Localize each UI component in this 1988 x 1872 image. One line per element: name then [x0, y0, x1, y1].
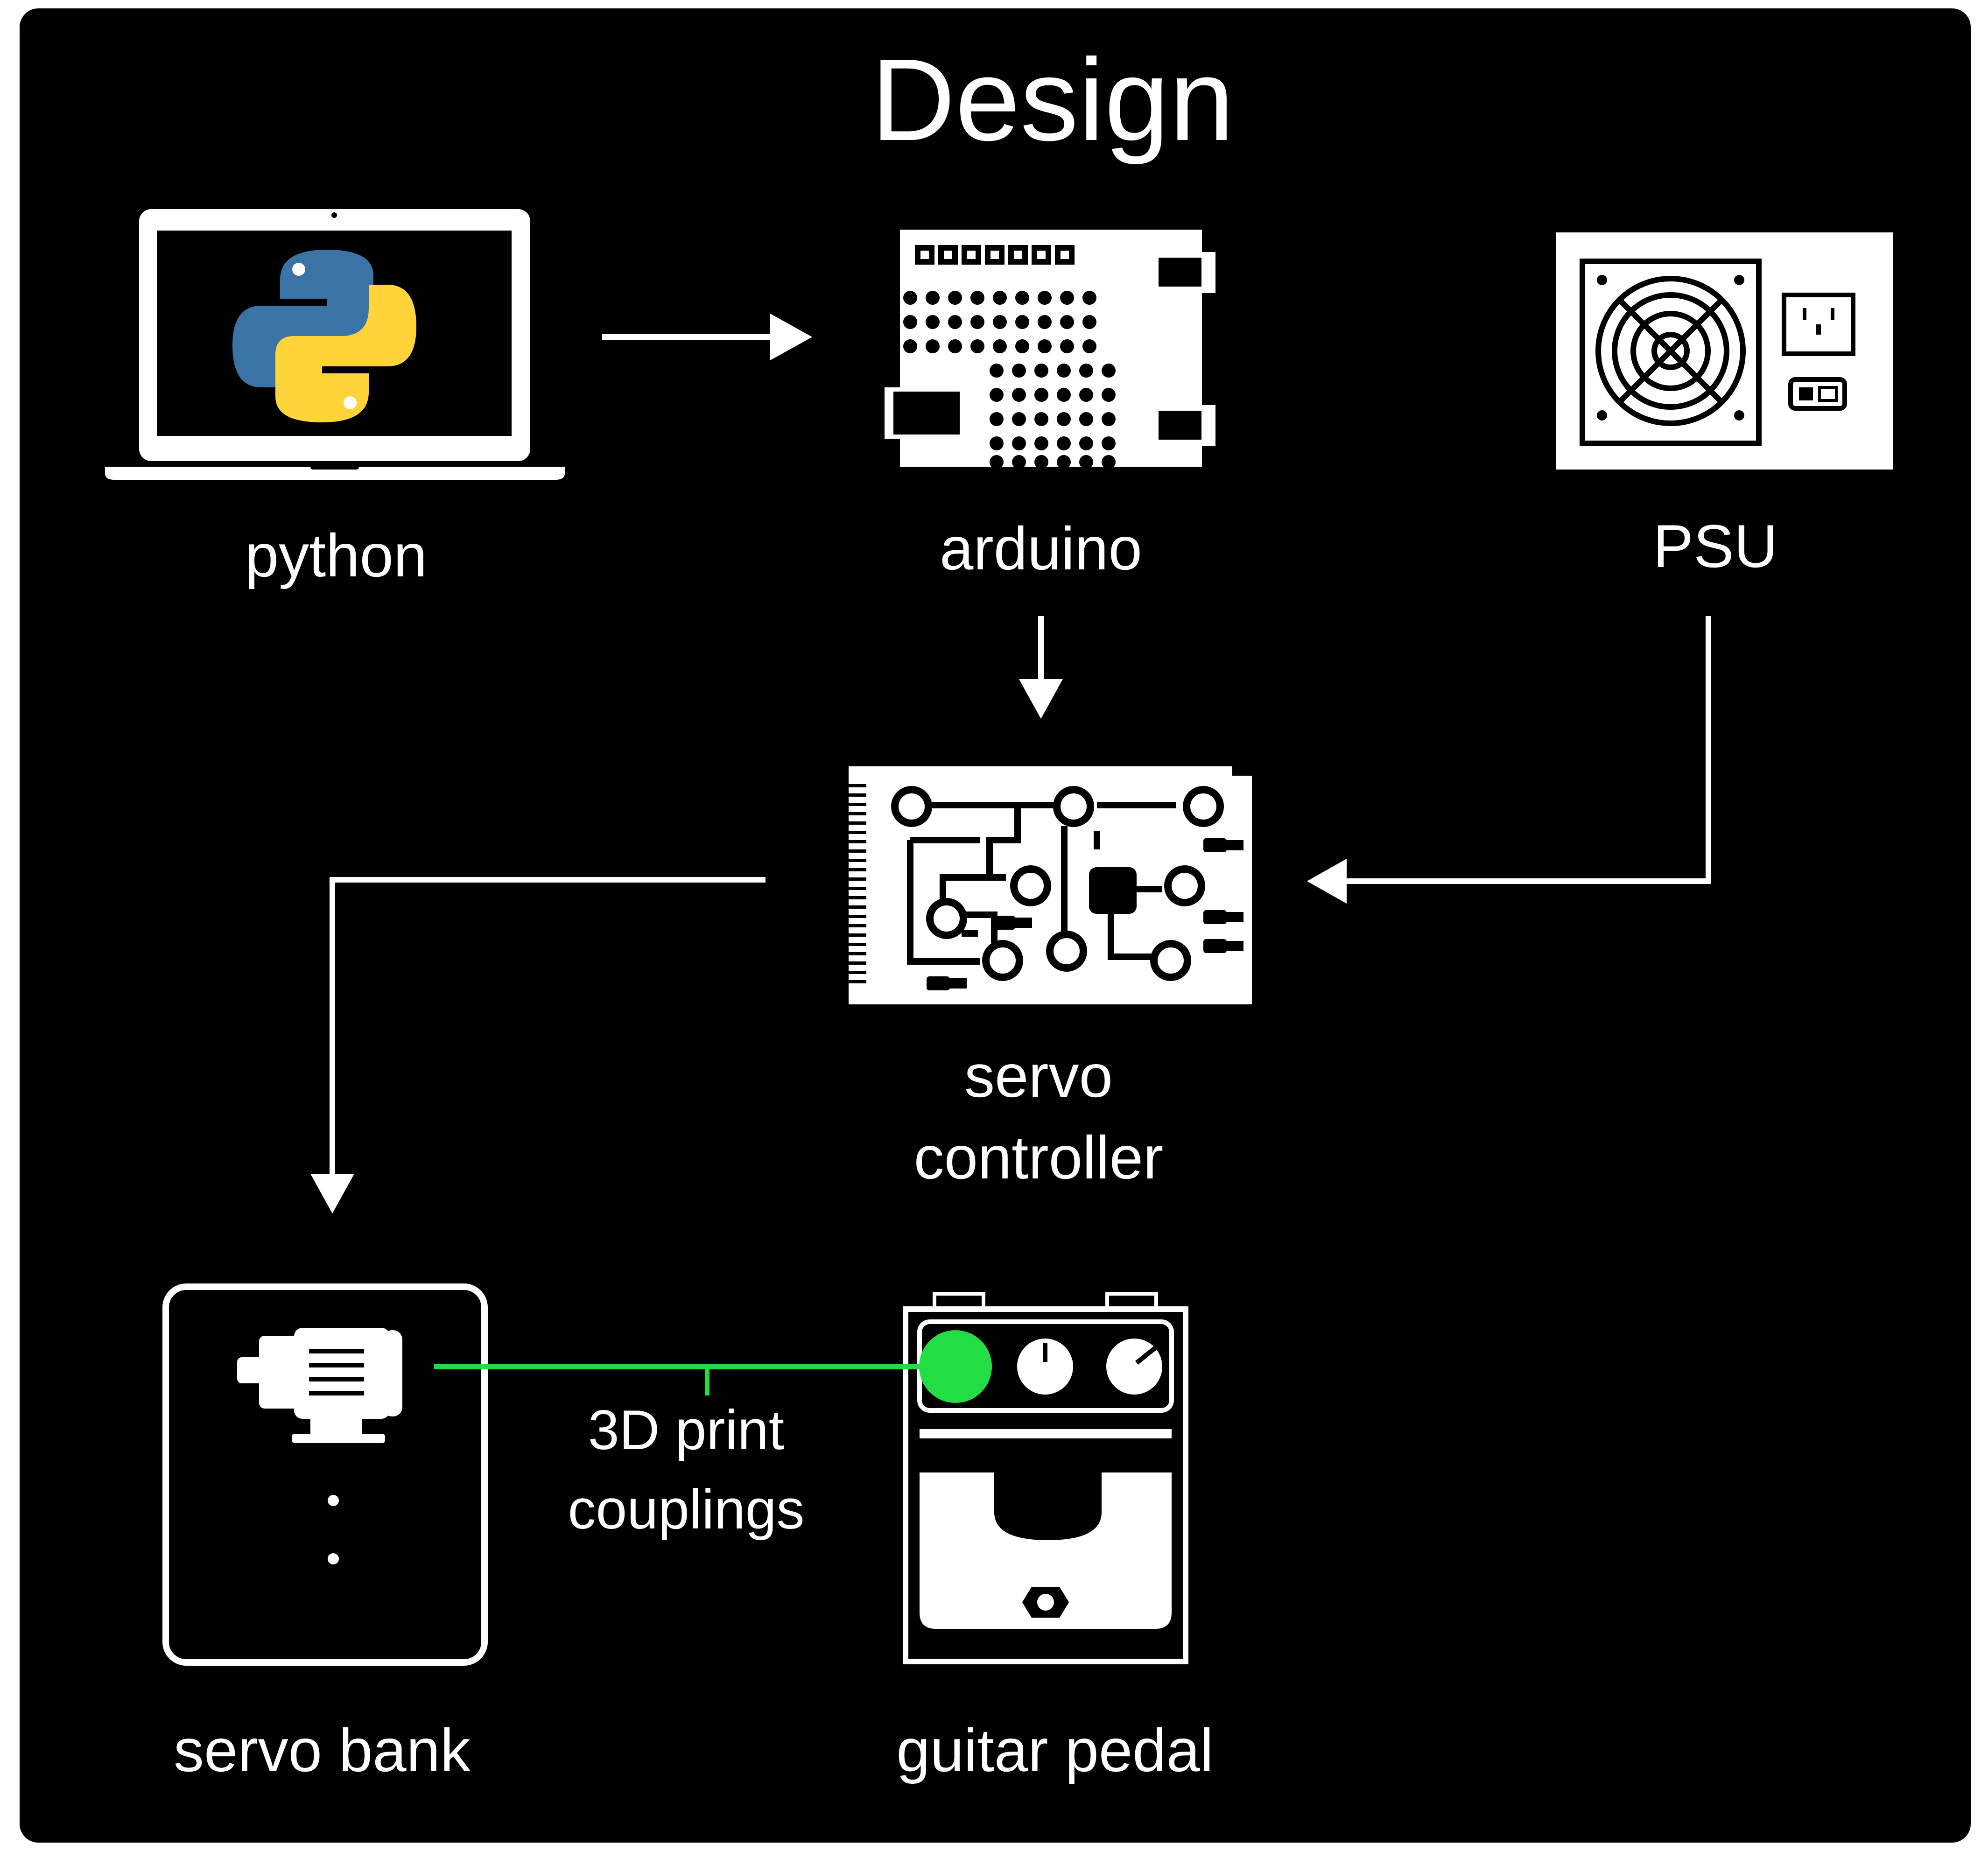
node-label-arduino: arduino	[940, 514, 1142, 582]
node-label-servo-bank: servo bank	[174, 1716, 471, 1784]
edge-python-to-arduino	[602, 314, 812, 360]
coupling-label-line2: couplings	[568, 1478, 804, 1541]
node-label-guitar-pedal: guitar pedal	[896, 1716, 1213, 1784]
servo-more-indicator	[328, 1495, 339, 1564]
node-label-servo-controller-line2: controller	[914, 1123, 1164, 1192]
edge-psu-to-servo-controller	[1307, 616, 1711, 904]
python-logo	[232, 250, 416, 422]
edge-arduino-to-servo-controller	[1019, 616, 1063, 719]
node-label-python: python	[245, 521, 427, 589]
arduino-board-icon	[885, 230, 1215, 469]
laptop-python-icon	[105, 209, 565, 480]
node-label-servo-controller-line1: servo	[964, 1042, 1113, 1110]
power-supply-icon	[1556, 232, 1893, 470]
coupling-connector	[434, 1330, 992, 1403]
servo-bank-box	[162, 1283, 488, 1666]
node-label-psu: PSU	[1653, 512, 1777, 580]
edge-servo-controller-to-servo-bank	[310, 877, 766, 1213]
diagram-title: Design	[871, 35, 1234, 165]
arduino-pin-dots	[903, 291, 1116, 469]
servo-motor-icon	[237, 1328, 402, 1443]
coupling-label-line1: 3D print	[588, 1399, 784, 1461]
circuit-board-icon	[849, 766, 1252, 1004]
